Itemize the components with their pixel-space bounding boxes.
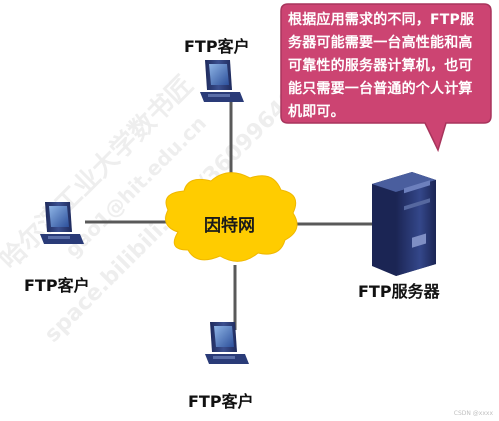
client-left-label: FTP客户 [24,276,90,295]
computer-left-icon [40,202,84,244]
connection-lines [85,100,372,330]
client-top-label: FTP客户 [184,37,250,56]
callout-text: 根据应用需求的不同，FTP服务器可能需要一台高性能和高可靠性的服务器计算机，也可… [288,12,475,120]
csdn-watermark: CSDN @xxxx [453,410,493,417]
server-tower-icon [372,172,436,276]
computer-bottom-icon [205,322,249,364]
client-bottom-label: FTP客户 [188,392,254,411]
computer-top-icon [200,60,244,102]
callout-bubble [280,3,492,153]
server-label: FTP服务器 [358,282,440,301]
internet-label: 因特网 [204,216,255,236]
cloud-shape [165,172,298,262]
